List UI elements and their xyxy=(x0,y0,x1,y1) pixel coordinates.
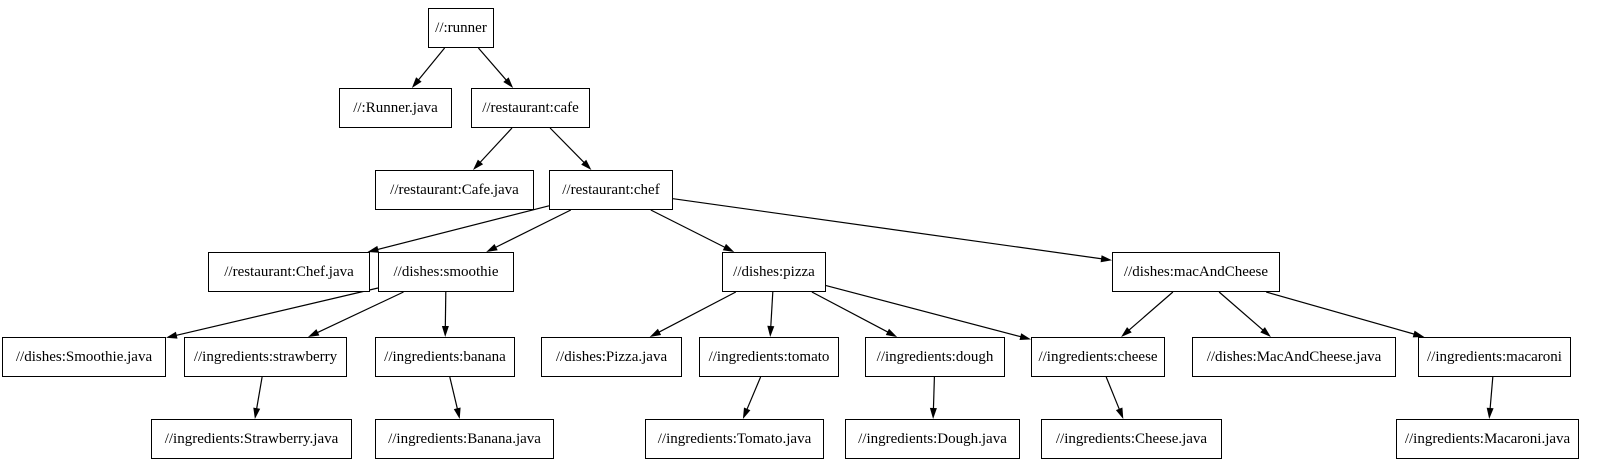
graph-edge-smoothie-to-banana xyxy=(441,291,449,337)
arrowhead-icon xyxy=(308,329,320,337)
arrowhead-icon xyxy=(1260,327,1271,337)
graph-edge-macaroni-to-macaroni_java xyxy=(1486,376,1494,419)
graph-edge-chef-to-chef_java xyxy=(367,205,550,253)
graph-node-banana_java: //ingredients:Banana.java xyxy=(375,419,554,459)
graph-node-strawberry_java: //ingredients:Strawberry.java xyxy=(151,419,352,459)
graph-edge-cafe-to-chef xyxy=(549,127,592,170)
graph-node-runner_java: //:Runner.java xyxy=(339,88,452,128)
arrowhead-icon xyxy=(767,325,775,337)
graph-node-strawberry: //ingredients:strawberry xyxy=(184,337,347,377)
graph-edge-macandcheese-to-cheese xyxy=(1121,291,1174,337)
graph-node-tomato: //ingredients:tomato xyxy=(699,337,839,377)
graph-node-cheese_java: //ingredients:Cheese.java xyxy=(1041,419,1222,459)
arrowhead-icon xyxy=(473,159,484,170)
graph-edge-pizza-to-pizza_java xyxy=(649,291,737,337)
graph-node-chef_java: //restaurant:Chef.java xyxy=(208,252,370,292)
graph-edge-smoothie-to-strawberry xyxy=(308,291,404,337)
arrowhead-icon xyxy=(929,407,937,419)
arrowhead-icon xyxy=(1100,255,1112,263)
arrowhead-icon xyxy=(253,407,261,419)
graph-edge-tomato-to-tomato_java xyxy=(742,376,762,419)
graph-node-banana: //ingredients:banana xyxy=(375,337,515,377)
graph-edge-chef-to-smoothie xyxy=(486,209,572,252)
arrowhead-icon xyxy=(722,243,735,252)
arrowhead-icon xyxy=(486,244,498,252)
arrowhead-icon xyxy=(1019,333,1031,340)
graph-edge-cafe-to-cafe_java xyxy=(473,127,513,170)
arrowhead-icon xyxy=(742,407,751,419)
arrowhead-icon xyxy=(1486,407,1494,419)
graph-edge-pizza-to-dough xyxy=(811,291,898,337)
graph-edge-banana-to-banana_java xyxy=(449,376,461,419)
graph-edge-chef-to-pizza xyxy=(650,209,735,252)
graph-node-chef: //restaurant:chef xyxy=(549,170,673,210)
arrowhead-icon xyxy=(503,77,514,88)
arrowhead-icon xyxy=(453,407,461,419)
arrowhead-icon xyxy=(166,331,178,339)
graph-node-smoothie: //dishes:smoothie xyxy=(378,252,514,292)
graph-node-cheese: //ingredients:cheese xyxy=(1031,337,1165,377)
graph-node-macaroni: //ingredients:macaroni xyxy=(1418,337,1571,377)
arrowhead-icon xyxy=(367,245,380,253)
graph-edge-macandcheese-to-macaroni xyxy=(1266,291,1425,338)
graph-edge-runner-to-cafe xyxy=(477,47,514,88)
graph-node-pizza: //dishes:pizza xyxy=(722,252,826,292)
arrowhead-icon xyxy=(411,77,422,88)
graph-node-pizza_java: //dishes:Pizza.java xyxy=(541,337,682,377)
graph-node-cafe_java: //restaurant:Cafe.java xyxy=(375,170,534,210)
graph-node-tomato_java: //ingredients:Tomato.java xyxy=(645,419,824,459)
graph-node-macaroni_java: //ingredients:Macaroni.java xyxy=(1396,419,1579,459)
arrowhead-icon xyxy=(649,328,662,337)
graph-edge-smoothie-to-smoothie_java xyxy=(166,287,379,339)
graph-node-macandcheese_java: //dishes:MacAndCheese.java xyxy=(1192,337,1396,377)
arrowhead-icon xyxy=(1121,327,1132,337)
graph-node-dough_java: //ingredients:Dough.java xyxy=(845,419,1020,459)
arrowhead-icon xyxy=(581,159,592,170)
graph-edge-strawberry-to-strawberry_java xyxy=(253,376,263,419)
graph-node-macandcheese: //dishes:macAndCheese xyxy=(1112,252,1280,292)
graph-node-dough: //ingredients:dough xyxy=(865,337,1005,377)
arrowhead-icon xyxy=(441,326,449,337)
graph-edge-chef-to-macandcheese xyxy=(672,198,1112,263)
arrowhead-icon xyxy=(1412,330,1425,338)
graph-edge-dough-to-dough_java xyxy=(929,376,937,419)
graph-edge-pizza-to-cheese xyxy=(825,285,1031,340)
arrowhead-icon xyxy=(1115,407,1124,419)
graph-node-runner: //:runner xyxy=(428,8,494,48)
graph-node-smoothie_java: //dishes:Smoothie.java xyxy=(2,337,166,377)
graph-edge-pizza-to-tomato xyxy=(767,291,775,337)
graph-edge-cheese-to-cheese_java xyxy=(1105,376,1124,419)
graph-node-cafe: //restaurant:cafe xyxy=(471,88,590,128)
arrowhead-icon xyxy=(885,328,898,337)
graph-edge-runner-to-runner_java xyxy=(411,47,446,88)
graph-edge-macandcheese-to-macandcheese_java xyxy=(1218,291,1271,337)
